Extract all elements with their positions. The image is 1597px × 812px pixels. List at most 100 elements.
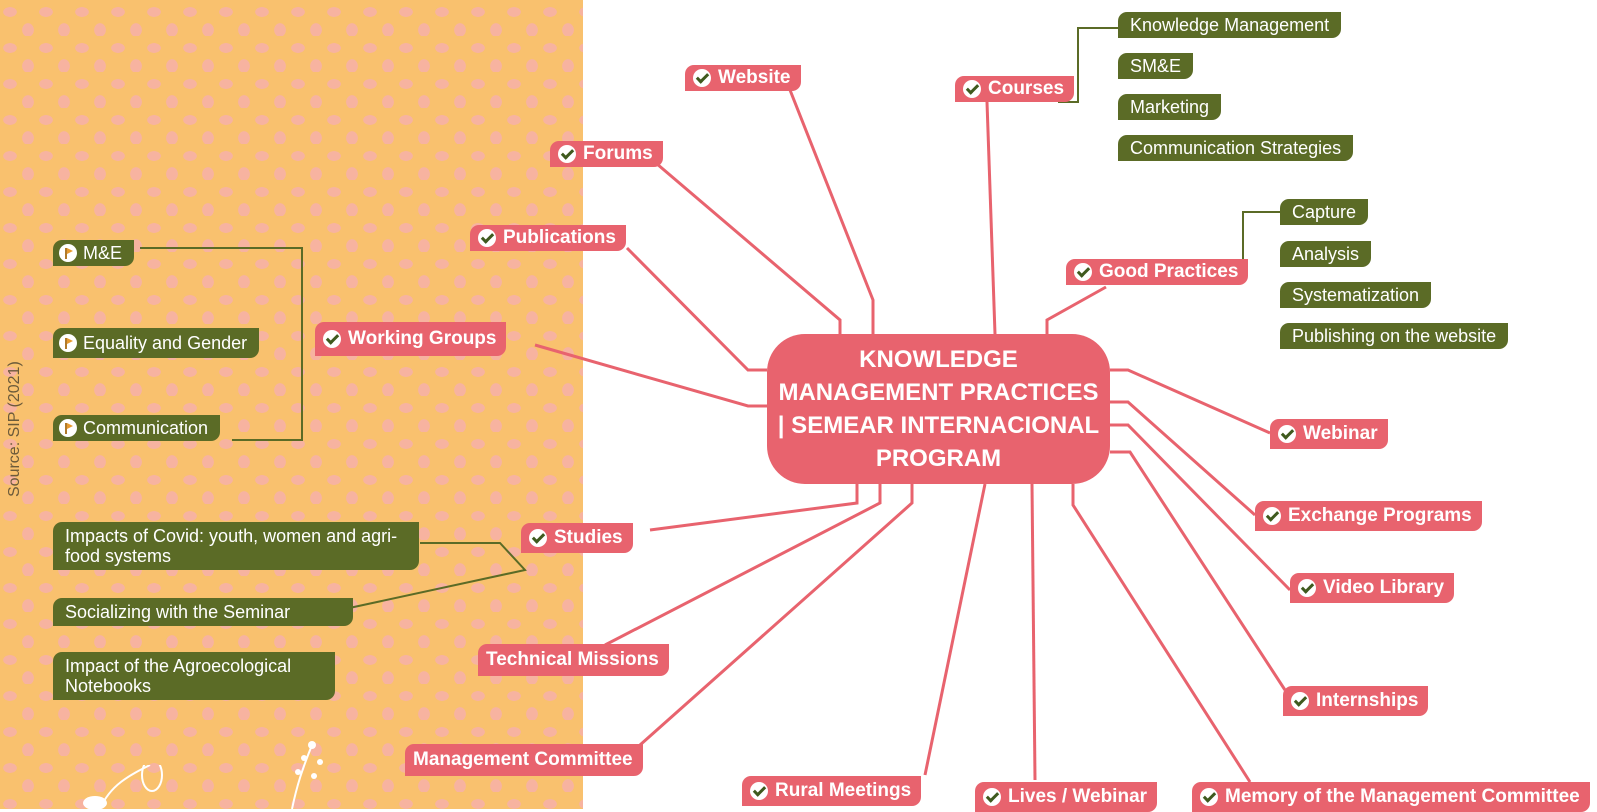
node-label: Video Library [1323, 577, 1445, 598]
node-management-committee: Management Committee [405, 744, 643, 776]
check-circle-icon [693, 69, 711, 87]
leaf-studies-1: Impacts of Covid: youth, women and agri-… [53, 522, 419, 570]
leaf-courses-4: Communication Strategies [1118, 135, 1354, 161]
check-circle-icon [983, 788, 1001, 806]
leaf-label: Analysis [1292, 244, 1360, 264]
central-topic-label: KNOWLEDGE MANAGEMENT PRACTICES | SEMEAR … [777, 346, 1100, 472]
link-internships [1110, 450, 1287, 691]
node-studies: Studies [521, 523, 633, 553]
check-circle-icon [1298, 579, 1316, 597]
leaf-working-groups-2: Equality and Gender [53, 328, 260, 358]
node-label: Good Practices [1099, 261, 1239, 282]
leaf-working-groups-1: M&E [53, 240, 135, 266]
node-label: Technical Missions [486, 649, 659, 670]
node-video-library: Video Library [1290, 573, 1455, 603]
link-courses [985, 101, 997, 335]
check-circle-icon [529, 529, 547, 547]
node-publications: Publications [470, 225, 626, 251]
node-label: Forums [583, 143, 653, 164]
node-courses: Courses [955, 76, 1075, 102]
leaf-working-groups-3: Communication [53, 415, 221, 441]
check-circle-icon [1200, 788, 1218, 806]
check-circle-icon [1291, 692, 1309, 710]
node-rural-meetings: Rural Meetings [742, 776, 922, 806]
link-webinar [1110, 368, 1271, 435]
leaf-studies-3: Impact of the Agroecological Notebooks [53, 652, 335, 700]
leaf-label: Equality and Gender [83, 333, 248, 353]
leaf-label: Communication [83, 418, 209, 438]
leaf-label: SM&E [1130, 56, 1182, 76]
bracket-working-groups [140, 247, 303, 441]
leaf-label: Impact of the Agroecological Notebooks [65, 656, 292, 696]
leaf-label: M&E [83, 243, 123, 263]
link-exchange [1110, 400, 1256, 517]
link-working-groups [534, 343, 767, 408]
node-technical-missions: Technical Missions [478, 644, 669, 676]
check-circle-icon [1074, 263, 1092, 281]
node-label: Management Committee [413, 749, 633, 770]
leaf-courses-2: SM&E [1118, 53, 1194, 79]
main-branches [534, 89, 1292, 783]
check-circle-icon [478, 229, 496, 247]
flower-decoration-icon [83, 765, 163, 809]
flag-icon [59, 244, 77, 262]
node-label: Rural Meetings [775, 780, 912, 801]
check-circle-icon [323, 330, 341, 348]
link-forums [649, 156, 842, 334]
link-lives [1030, 483, 1037, 781]
check-circle-icon [963, 80, 981, 98]
node-label: Courses [988, 78, 1065, 99]
node-good-practices: Good Practices [1066, 259, 1249, 285]
node-label: Publications [503, 227, 616, 248]
node-label: Exchange Programs [1288, 505, 1472, 526]
leaf-good-practices-2: Analysis [1280, 241, 1372, 267]
link-publications [625, 246, 767, 372]
check-circle-icon [750, 782, 768, 800]
node-forums: Forums [550, 141, 663, 167]
node-label: Internships [1316, 690, 1419, 711]
node-webinar: Webinar [1270, 419, 1388, 449]
leaf-label: Knowledge Management [1130, 15, 1330, 35]
node-label: Website [718, 67, 791, 88]
central-topic: KNOWLEDGE MANAGEMENT PRACTICES | SEMEAR … [767, 334, 1110, 484]
node-label: Studies [554, 527, 623, 548]
leaf-studies-2: Socializing with the Seminar [53, 598, 353, 626]
leaf-courses-1: Knowledge Management [1118, 12, 1342, 38]
link-video [1110, 423, 1292, 592]
bracket-studies [339, 542, 527, 611]
node-exchange-programs: Exchange Programs [1255, 501, 1482, 531]
leaf-good-practices-4: Publishing on the website [1280, 323, 1509, 349]
link-management [639, 484, 914, 747]
leaf-label: Systematization [1292, 285, 1420, 305]
node-lives-webinar: Lives / Webinar [975, 782, 1158, 812]
leaf-label: Impacts of Covid: youth, women and agri-… [65, 526, 398, 566]
leaf-label: Capture [1292, 202, 1357, 222]
link-technical [604, 484, 882, 647]
node-label: Working Groups [348, 328, 497, 349]
node-internships: Internships [1283, 686, 1429, 716]
link-rural [923, 483, 987, 776]
leaf-label: Communication Strategies [1130, 138, 1342, 158]
node-label: Webinar [1303, 423, 1378, 444]
link-memory [1071, 484, 1252, 783]
link-website [788, 89, 875, 334]
node-label: Lives / Webinar [1008, 786, 1148, 807]
flag-icon [59, 334, 77, 352]
leaf-label: Socializing with the Seminar [65, 602, 291, 622]
check-circle-icon [1263, 507, 1281, 525]
check-circle-icon [1278, 425, 1296, 443]
node-working-groups: Working Groups [315, 322, 507, 356]
check-circle-icon [558, 145, 576, 163]
node-website: Website [685, 65, 801, 91]
source-note: Source: SIP (2021) [6, 361, 23, 497]
branch-decoration-icon [291, 741, 323, 809]
link-studies [649, 484, 859, 532]
leaf-good-practices-1: Capture [1280, 199, 1369, 225]
leaf-label: Marketing [1130, 97, 1210, 117]
bracket-courses [1058, 27, 1118, 103]
node-memory-committee: Memory of the Management Committee [1192, 782, 1590, 812]
leaf-good-practices-3: Systematization [1280, 282, 1432, 308]
link-good-practices [1045, 285, 1107, 334]
